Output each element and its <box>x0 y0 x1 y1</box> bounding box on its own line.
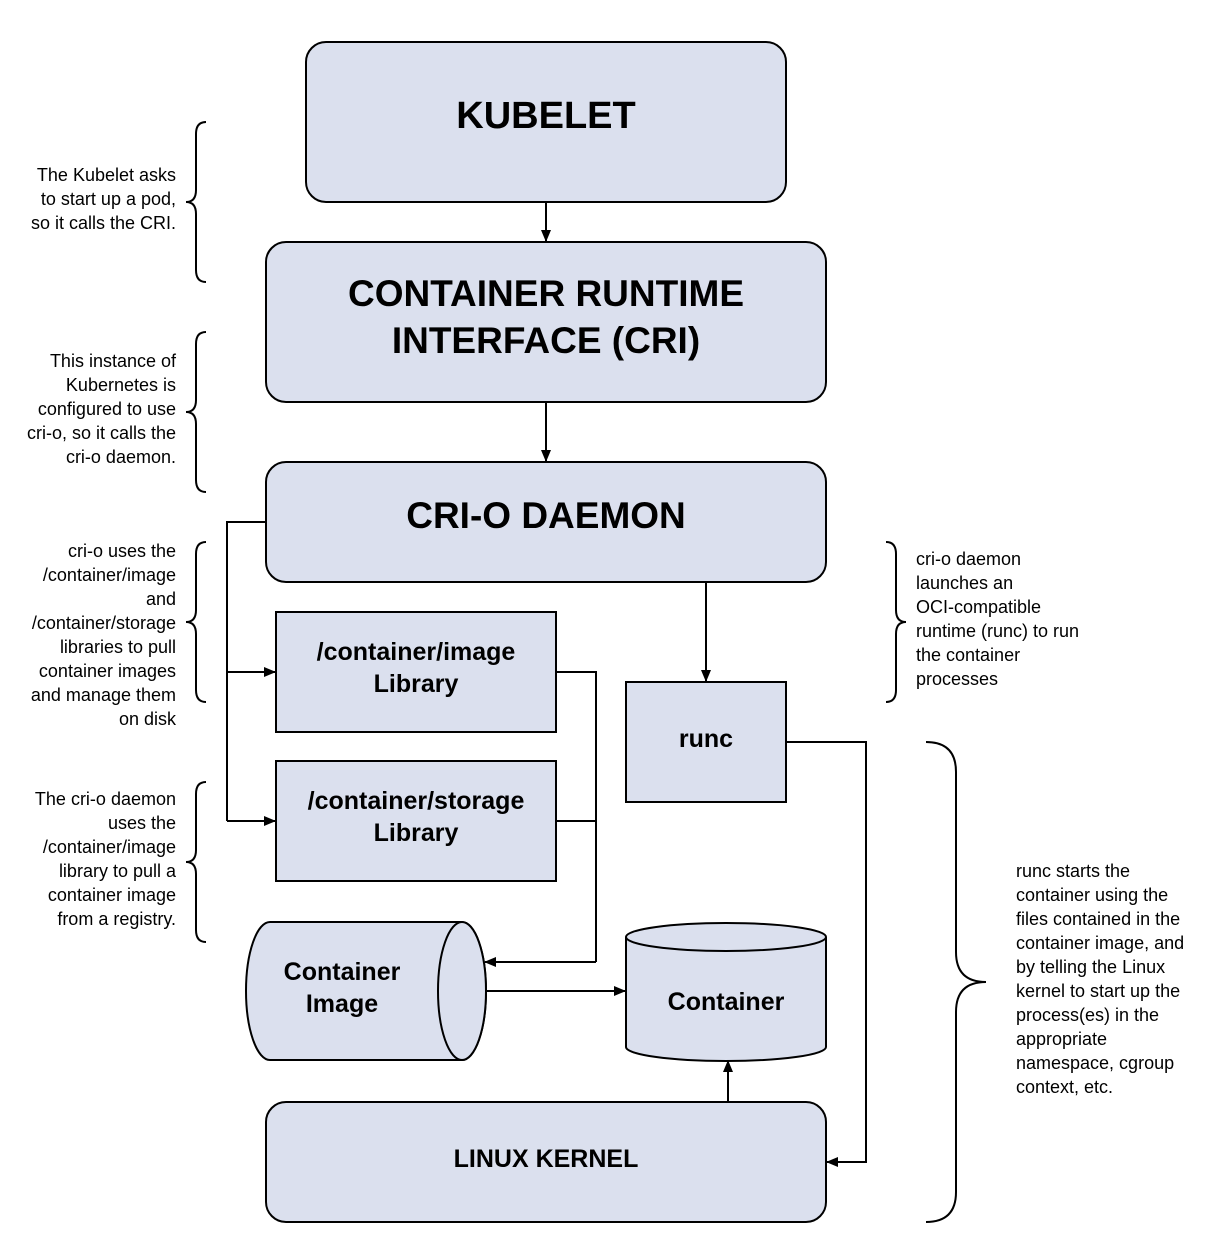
arrow-runc-to-kernel <box>786 741 867 1167</box>
runc-start-note-line: appropriate <box>1016 1029 1108 1049</box>
brace-libraries-note <box>185 541 207 703</box>
connector-crio-left-trunk <box>226 521 266 821</box>
registry-note-line: library to pull a <box>58 861 176 881</box>
cri-label-line-2: INTERFACE (CRI) <box>391 320 701 361</box>
libraries-note-line: and <box>145 589 176 609</box>
registry-note-line: uses the <box>107 813 176 833</box>
libraries-note-line: and manage them <box>30 685 176 705</box>
cri-note: This instance of Kubernetes is configure… <box>27 349 176 469</box>
brace-kubelet-note <box>185 121 207 283</box>
runc-start-note-line: files contained in the <box>1016 909 1181 929</box>
image-library-label: /container/image Library <box>276 620 556 716</box>
runc-launch-note-line: the container <box>916 645 1021 665</box>
cri-label-line-1: CONTAINER RUNTIME <box>347 273 744 314</box>
registry-note: The cri-o daemon uses the /container/ima… <box>35 787 176 931</box>
libraries-note-line: libraries to pull <box>59 637 176 657</box>
storage-library-box <box>275 760 557 882</box>
container-image-cylinder <box>245 921 487 1061</box>
cri-note-line: cri-o daemon. <box>65 447 176 467</box>
runc-launch-note-line: launches an <box>916 573 1014 593</box>
kubelet-note: The Kubelet asks to start up a pod, so i… <box>31 163 176 235</box>
libraries-note-line: on disk <box>118 709 176 729</box>
runc-start-note-line: context, etc. <box>1016 1077 1114 1097</box>
runc-launch-note: cri-o daemon launches an OCI-compatible … <box>916 547 1079 691</box>
libraries-note-line: cri-o uses the <box>67 541 176 561</box>
cri-note-line: configured to use <box>37 399 176 419</box>
runc-start-note-line: by telling the Linux <box>1016 957 1166 977</box>
linux-kernel-label: LINUX KERNEL <box>453 1145 639 1173</box>
libraries-note-line: container images <box>38 661 176 681</box>
cri-label: CONTAINER RUNTIME INTERFACE (CRI) <box>266 252 826 382</box>
runc-start-note-line: kernel to start up the <box>1016 981 1181 1001</box>
brace-registry-note <box>185 781 207 943</box>
container-label: Container <box>667 988 785 1016</box>
cri-note-line: This instance of <box>49 351 176 371</box>
kubelet-note-line: to start up a pod, <box>40 189 176 209</box>
runc-start-note-line: process(es) in the <box>1016 1005 1160 1025</box>
image-library-label-line-2: Library <box>373 670 459 698</box>
libraries-note: cri-o uses the /container/image and /con… <box>31 539 176 731</box>
runc-box <box>625 681 787 803</box>
container-image-label-line-2: Image <box>305 990 379 1018</box>
runc-launch-note-line: runtime (runc) to run <box>916 621 1080 641</box>
container-image-label-line-1: Container <box>283 958 401 986</box>
kubelet-note-line: so it calls the CRI. <box>30 213 176 233</box>
kubelet-label: KUBELET <box>456 95 636 138</box>
container-image-label: Container Image <box>246 940 438 1036</box>
runc-label: runc <box>678 725 734 753</box>
brace-cri-note <box>185 331 207 493</box>
storage-library-label-line-2: Library <box>373 819 459 847</box>
registry-note-line: container image <box>47 885 176 905</box>
image-library-label-line-1: /container/image <box>316 638 516 666</box>
storage-library-label: /container/storage Library <box>276 769 556 865</box>
crio-daemon-label: CRI-O DAEMON <box>406 494 686 536</box>
runc-start-note: runc starts the container using the file… <box>1016 859 1184 1099</box>
runc-launch-note-line: OCI-compatible <box>916 597 1042 617</box>
runc-start-note-line: runc starts the <box>1016 861 1131 881</box>
storage-library-label-line-1: /container/storage <box>307 787 525 815</box>
cri-note-line: cri-o, so it calls the <box>26 423 176 443</box>
kubelet-note-line: The Kubelet asks <box>36 165 176 185</box>
runc-launch-note-line: cri-o daemon <box>916 549 1022 569</box>
libraries-note-line: /container/storage <box>31 613 176 633</box>
runc-launch-note-line: processes <box>916 669 999 689</box>
brace-runc-launch-note <box>885 541 907 703</box>
registry-note-line: The cri-o daemon <box>34 789 176 809</box>
connector-image-library-to-bus <box>556 671 597 962</box>
runc-start-note-line: container using the <box>1016 885 1169 905</box>
runc-start-note-line: namespace, cgroup <box>1016 1053 1175 1073</box>
brace-runc-start-note <box>925 741 987 1223</box>
libraries-note-line: /container/image <box>42 565 176 585</box>
runc-start-note-line: container image, and <box>1016 933 1185 953</box>
registry-note-line: from a registry. <box>57 909 176 929</box>
container-cylinder <box>625 922 827 1062</box>
cri-note-line: Kubernetes is <box>65 375 176 395</box>
registry-note-line: /container/image <box>42 837 176 857</box>
